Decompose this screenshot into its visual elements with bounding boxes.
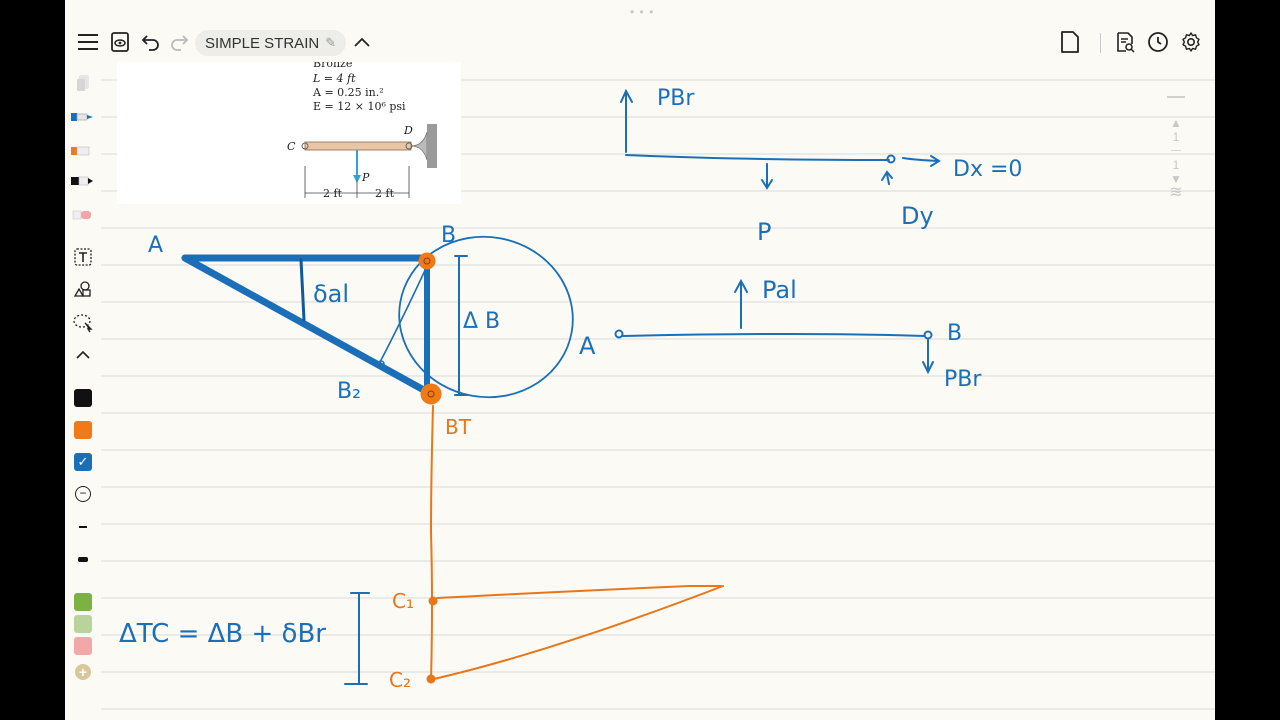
label-dx: Dx =0	[953, 157, 1022, 182]
toolbar-divider	[1100, 33, 1101, 53]
highlight-swatch-green[interactable]	[74, 593, 92, 611]
label-b2: B₂	[337, 379, 361, 404]
color-swatch-blue-selected[interactable]: ✓	[74, 453, 92, 471]
fbd-bronze-bar	[620, 88, 941, 190]
blank-page-icon[interactable]	[1057, 29, 1083, 55]
current-page: 1	[1172, 130, 1180, 144]
top-bar: • • • SIMPLE STRAIN ✎	[65, 0, 1215, 62]
wall	[427, 124, 437, 168]
label-p: P	[757, 218, 771, 246]
label-a-left: A	[148, 233, 163, 258]
canvas-drawing: Bronze L = 4 ft A = 0.25 in.² E = 12 × 1…	[101, 57, 1215, 710]
pager-chevron-down-icon[interactable]: ▼	[1170, 172, 1182, 186]
left-toolbar: ✓ − +	[65, 62, 101, 720]
shapes-tool-icon[interactable]	[71, 278, 95, 300]
document-title[interactable]: SIMPLE STRAIN	[205, 34, 320, 52]
note-app: • • • SIMPLE STRAIN ✎	[65, 0, 1215, 720]
window-grab-handle[interactable]: • • •	[630, 5, 655, 19]
check-icon: ✓	[77, 454, 89, 469]
document-title-pill[interactable]: SIMPLE STRAIN ✎	[195, 30, 347, 56]
label-c1: C₁	[392, 589, 414, 613]
label-dal: δal	[313, 280, 349, 308]
lasso-tool-icon[interactable]	[71, 312, 95, 334]
figure-label-bronze: Bronze	[313, 62, 352, 70]
bronze-bar	[304, 141, 412, 151]
eye-preview-icon[interactable]	[107, 29, 133, 55]
note-canvas[interactable]: Bronze L = 4 ft A = 0.25 in.² E = 12 × 1…	[101, 57, 1215, 720]
ruled-lines	[101, 79, 1215, 710]
fbd-aluminum-bar	[614, 278, 934, 375]
rod-deflection	[426, 405, 724, 684]
label-a-right: A	[579, 332, 596, 360]
eraser-icon[interactable]	[71, 204, 95, 226]
pager-chevron-up-icon[interactable]: ▲	[1170, 116, 1182, 130]
label-pal: Pal	[762, 276, 797, 304]
total-pages: 1	[1172, 158, 1180, 172]
pager-bar	[1167, 96, 1185, 98]
marker-black-icon[interactable]	[71, 170, 95, 192]
stroke-thick-icon[interactable]	[71, 548, 95, 570]
undo-icon[interactable]	[138, 29, 164, 55]
add-color-icon[interactable]: +	[71, 661, 95, 683]
highlight-swatch-light-green[interactable]	[74, 615, 92, 633]
fountain-pen-icon[interactable]	[71, 106, 95, 128]
pager-divider: —	[1171, 145, 1181, 156]
label-pbr-top: PBr	[657, 86, 695, 111]
redo-icon[interactable]	[166, 29, 192, 55]
figure-dim-left: 2 ft	[323, 187, 343, 200]
zoom-minus-icon[interactable]: −	[71, 483, 95, 505]
deflection-equation: ΔTC = ΔB + δBr	[119, 619, 326, 649]
textbook-figure: Bronze L = 4 ft A = 0.25 in.² E = 12 × 1…	[117, 57, 461, 204]
figure-label-P: P	[361, 171, 370, 184]
deformation-diagram	[181, 235, 574, 405]
chevron-up-small-icon[interactable]	[71, 344, 95, 366]
page-indicator[interactable]: ▲ 1 — 1 ▼ ≋	[1163, 96, 1189, 226]
figure-label-A: A = 0.25 in.²	[312, 86, 384, 99]
pencil-icon[interactable]: ✎	[325, 35, 337, 50]
label-dy: Dy	[901, 202, 934, 230]
text-tool-icon[interactable]	[71, 246, 95, 268]
plus-symbol: +	[75, 664, 91, 680]
color-swatch-orange[interactable]	[74, 421, 92, 439]
label-delta-b: Δ B	[463, 309, 500, 334]
highlighter-orange-icon[interactable]	[71, 140, 95, 162]
color-swatch-black[interactable]	[74, 389, 92, 407]
figure-label-C: C	[287, 140, 296, 153]
gear-icon[interactable]	[1178, 29, 1204, 55]
label-b-left: B	[441, 223, 456, 248]
deflection-bracket	[344, 592, 370, 685]
minus-symbol: −	[75, 486, 91, 502]
chevron-up-icon[interactable]	[349, 29, 375, 55]
label-b-right: B	[947, 321, 962, 346]
pen-tool-icon[interactable]	[71, 72, 95, 94]
figure-label-L: L = 4 ft	[312, 72, 356, 85]
label-bt: BT	[445, 415, 472, 439]
menu-icon[interactable]	[75, 29, 101, 55]
figure-dim-right: 2 ft	[375, 187, 395, 200]
layers-icon[interactable]: ≋	[1169, 184, 1183, 201]
label-pbr-right: PBr	[944, 367, 982, 392]
document-search-icon[interactable]	[1112, 29, 1138, 55]
highlight-swatch-pink[interactable]	[74, 637, 92, 655]
label-c2: C₂	[389, 668, 411, 692]
figure-label-E: E = 12 × 10⁶ psi	[313, 100, 406, 113]
clock-icon[interactable]	[1145, 29, 1171, 55]
figure-label-D: D	[403, 124, 413, 137]
stroke-thin-icon[interactable]	[71, 516, 95, 538]
